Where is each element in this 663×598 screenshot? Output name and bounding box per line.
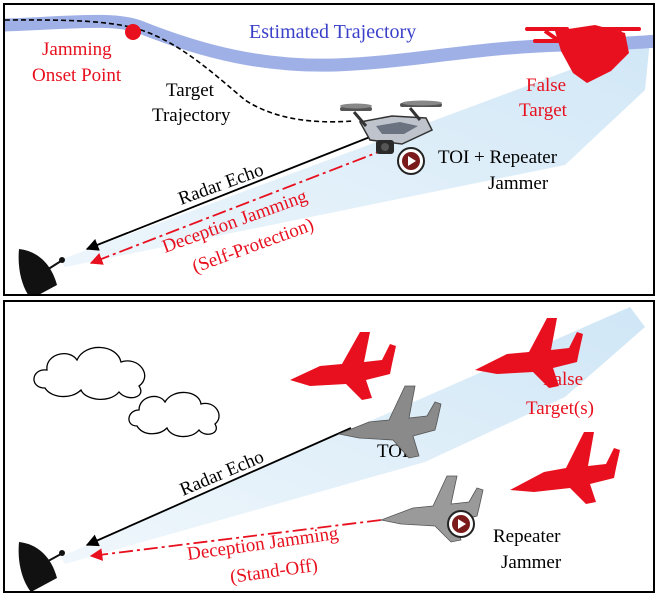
deception-jamming-label-line2: (Stand-Off) <box>229 555 319 588</box>
radar-echo-arrow <box>85 134 376 251</box>
false-target-drone-icon <box>525 25 641 83</box>
false-target-label-line2: Target <box>519 100 568 121</box>
toi-label-line1: TOI + Repeater <box>438 147 558 168</box>
jamming-onset-point <box>125 24 141 40</box>
estimated-trajectory-label: Estimated Trajectory <box>249 21 416 43</box>
radar-echo-arrow <box>85 427 352 547</box>
deception-jamming-arrow <box>89 147 390 265</box>
target-trajectory-label-line2: Trajectory <box>152 105 231 126</box>
false-target-label-line1: False <box>526 75 566 96</box>
repeater-jammer-icon <box>397 147 425 175</box>
radar-dish-icon <box>18 542 65 591</box>
deception-jamming-arrow <box>89 519 382 561</box>
radar-dish-icon <box>18 249 65 294</box>
self-protection-diagram: Estimated Trajectory Jamming Onset Point… <box>5 14 653 294</box>
fighter-jet-icon <box>475 318 583 388</box>
radar-beam <box>60 40 650 267</box>
fighter-jet-icon <box>337 385 442 459</box>
jamming-onset-label-line1: Jamming <box>42 39 112 60</box>
fighter-jet-icon <box>379 475 484 543</box>
deception-jamming-label-line1: Deception Jamming <box>186 523 340 565</box>
panel-stand-off: Radar Echo Deception Jamming (Stand-Off)… <box>3 300 655 593</box>
quadcopter-drone-icon <box>340 100 442 154</box>
panel-self-protection: Estimated Trajectory Jamming Onset Point… <box>3 3 655 296</box>
cloud-icon <box>33 346 146 400</box>
toi-label-line2: Jammer <box>488 173 549 194</box>
target-trajectory-label-line1: Target <box>166 80 215 101</box>
stand-off-diagram: Radar Echo Deception Jamming (Stand-Off)… <box>18 307 645 591</box>
repeater-label-line2: Jammer <box>501 552 562 573</box>
fighter-jet-icon <box>290 332 396 400</box>
repeater-jammer-icon <box>447 510 475 538</box>
fighter-jet-icon <box>510 432 620 504</box>
false-target-label-line2: Target(s) <box>526 398 594 419</box>
repeater-label-line1: Repeater <box>493 526 561 547</box>
jamming-onset-label-line2: Onset Point <box>32 65 122 86</box>
cloud-icon <box>128 391 220 438</box>
